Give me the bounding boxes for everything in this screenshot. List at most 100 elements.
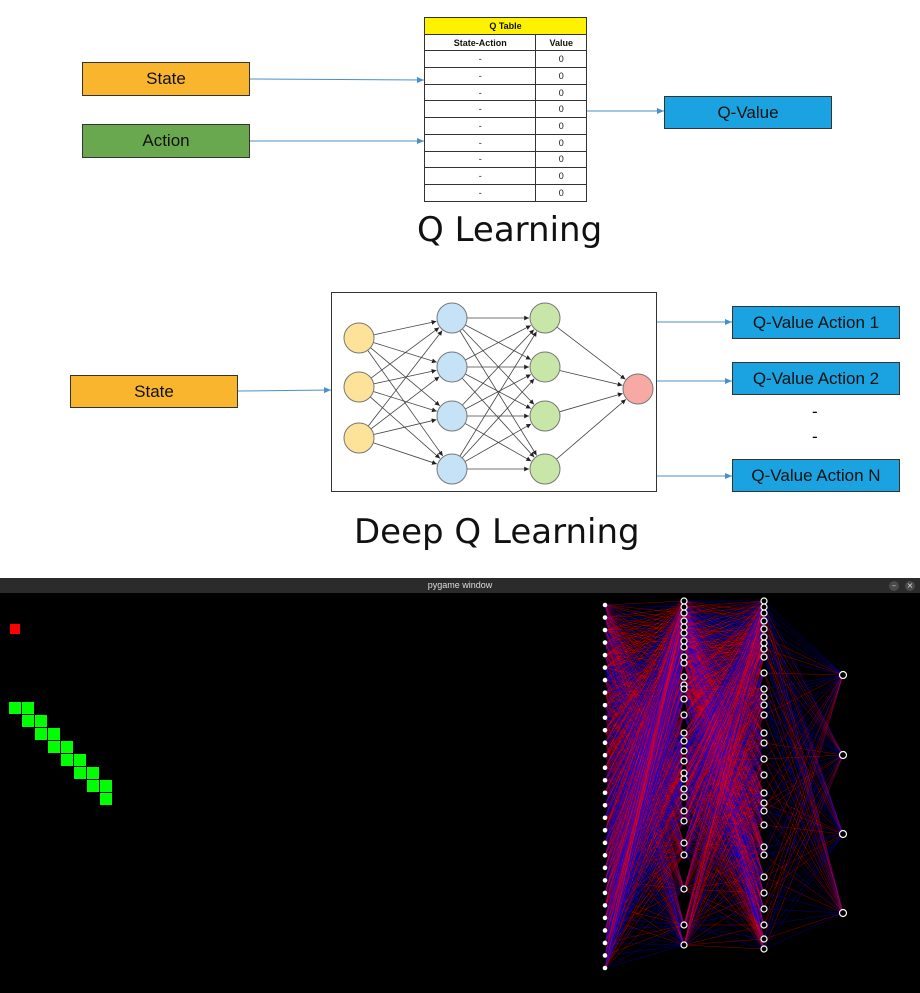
network-connection [683, 600, 765, 686]
q-table-cell-value: 0 [535, 100, 587, 119]
network-connection [683, 606, 765, 664]
network-connection [683, 600, 765, 790]
network-edge [373, 418, 437, 435]
q-table-row: -0 [423, 183, 587, 202]
network-connection [683, 620, 765, 716]
network-connection [683, 606, 765, 856]
input-neuron [602, 915, 608, 921]
network-connection [763, 754, 844, 926]
network-connection [683, 820, 765, 926]
snake-segment [100, 793, 112, 805]
network-connection [683, 876, 765, 946]
q-value-action-1-label: Q-Value Action 1 [752, 312, 880, 332]
network-connection [763, 754, 844, 856]
network-edge [373, 342, 437, 364]
network-connection [683, 908, 765, 946]
network-connection [604, 612, 685, 643]
hidden-neuron-layer-1 [680, 609, 688, 617]
output-neuron [838, 670, 848, 680]
network-connection [604, 606, 685, 718]
q-value-action-n-label: Q-Value Action N [751, 465, 881, 485]
network-edge [459, 330, 537, 456]
network-connection [604, 820, 685, 969]
network-connection [683, 606, 765, 716]
network-connection [763, 642, 844, 835]
hidden-neuron-layer-2 [760, 617, 768, 625]
hidden-neuron-layer-2 [760, 905, 768, 913]
network-connection [604, 772, 685, 969]
network-connection [683, 600, 765, 780]
dq-state-box: State [70, 375, 238, 408]
input-neuron [602, 865, 608, 871]
q-value-box: Q-Value [664, 96, 832, 129]
close-icon[interactable]: × [905, 581, 915, 591]
hidden-neuron-layer-2 [760, 685, 768, 693]
q-value-action-1-box: Q-Value Action 1 [732, 306, 900, 339]
network-connection [604, 676, 685, 969]
network-connection [683, 628, 765, 798]
network-connection [763, 636, 844, 835]
network-connection [683, 924, 765, 950]
network-connection [683, 810, 765, 926]
network-edge [370, 327, 440, 379]
network-connection [604, 606, 685, 631]
dq-state-to-network-arrow [237, 387, 332, 394]
network-connection [604, 760, 685, 969]
network-connection [763, 833, 844, 940]
network-connection [683, 642, 765, 946]
hidden-neuron-layer-1 [680, 785, 688, 793]
network-connection [763, 754, 844, 826]
network-connection [683, 600, 765, 608]
minimize-icon[interactable]: – [889, 581, 899, 591]
network-connection [763, 672, 844, 676]
network-connection [604, 600, 685, 843]
network-connection [683, 854, 765, 946]
network-connection [604, 732, 685, 956]
q-table-cell-state-action: - [423, 67, 537, 85]
window-titlebar: pygame window – × [0, 578, 920, 593]
input-neuron [602, 627, 608, 633]
network-connection [763, 674, 844, 910]
network-connection [763, 612, 844, 676]
q-table-cell-value: 0 [535, 50, 587, 69]
network-connection [604, 888, 685, 969]
input-neuron [602, 853, 608, 858]
network-connection [763, 600, 844, 756]
network-connection [683, 606, 765, 798]
q-value-action-2-label: Q-Value Action 2 [752, 368, 880, 388]
network-edge [556, 326, 626, 380]
input-neuron [602, 802, 608, 808]
network-connection [683, 854, 765, 910]
hidden-neuron-layer-2 [760, 645, 768, 653]
network-connection [604, 684, 685, 969]
network-connection [683, 606, 765, 700]
network-connection [683, 742, 765, 946]
network-node [529, 351, 561, 383]
snake-segment [48, 741, 60, 753]
q-table-cell-state-action: - [423, 50, 537, 69]
input-neuron [602, 727, 608, 733]
network-connection [604, 606, 685, 918]
network-connection [604, 606, 685, 731]
network-edge [559, 370, 623, 387]
hidden-neuron-layer-2 [760, 935, 768, 943]
network-connection [683, 600, 765, 648]
network-connection [763, 636, 844, 676]
hidden-neuron-layer-2 [760, 625, 768, 633]
network-connection [604, 600, 685, 956]
network-connection [604, 606, 685, 781]
network-connection [763, 674, 844, 856]
network-connection [763, 620, 844, 676]
network-connection [604, 600, 685, 643]
q-table-cell-state-action: - [423, 100, 537, 119]
network-connection [604, 612, 685, 969]
network-connection [604, 778, 685, 969]
q-table-row: -0 [423, 67, 587, 85]
network-connection [604, 888, 685, 956]
network-connection [683, 892, 765, 946]
network-connection [683, 842, 765, 856]
network-connection [683, 606, 765, 890]
network-connection [604, 600, 685, 818]
network-connection [763, 774, 844, 835]
network-connection [683, 600, 765, 822]
